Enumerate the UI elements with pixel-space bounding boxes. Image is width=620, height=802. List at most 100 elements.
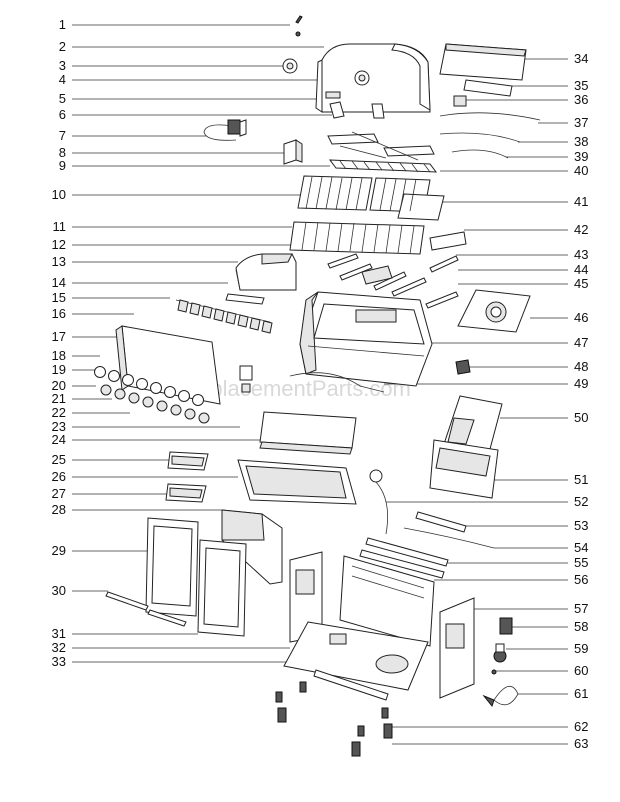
part-7-igniter-wire — [203, 119, 247, 141]
part-48-clip — [455, 359, 471, 375]
part-59-caster — [493, 643, 507, 663]
callout-59: 59 — [574, 641, 588, 656]
valve — [261, 320, 273, 334]
part-23-igniter-button — [239, 365, 253, 393]
valve — [201, 305, 213, 319]
callout-25: 25 — [52, 452, 66, 467]
callout-48: 48 — [574, 359, 588, 374]
callout-62: 62 — [574, 719, 588, 734]
callout-24: 24 — [52, 432, 66, 447]
callout-44: 44 — [574, 262, 588, 277]
callout-10: 10 — [52, 187, 66, 202]
callout-36: 36 — [574, 92, 588, 107]
callout-58: 58 — [574, 619, 588, 634]
callout-16: 16 — [52, 306, 66, 321]
part-8-bracket — [283, 139, 303, 165]
callout-45: 45 — [574, 276, 588, 291]
part-32-left-panel — [289, 551, 323, 643]
part-29-doors — [145, 517, 247, 637]
part-61-tool-hook — [482, 686, 519, 708]
knob — [136, 378, 148, 390]
part-30-door-handles — [105, 591, 187, 627]
callout-35: 35 — [574, 78, 588, 93]
part-47-cookbox — [299, 291, 433, 387]
part-49-gas-hose — [289, 372, 385, 393]
valve — [177, 299, 189, 313]
part-9-warming-rack — [328, 159, 438, 173]
callout-12: 12 — [52, 237, 66, 252]
callout-49: 49 — [574, 376, 588, 391]
knob — [178, 390, 190, 402]
part-60-screw — [491, 669, 497, 675]
callout-50: 50 — [574, 410, 588, 425]
callout-7: 7 — [59, 128, 66, 143]
callout-53: 53 — [574, 518, 588, 533]
callout-5: 5 — [59, 91, 66, 106]
part-38-rod — [439, 132, 521, 143]
knob — [94, 366, 106, 378]
part-53-bar — [415, 511, 467, 533]
part-11-flavorizer-bars — [289, 221, 425, 255]
valve — [189, 302, 201, 316]
valve — [225, 311, 237, 325]
part-14-bar — [225, 293, 265, 305]
valve — [237, 314, 249, 328]
part-63-casters — [277, 707, 393, 757]
callout-1: 1 — [59, 17, 66, 32]
callout-23: 23 — [52, 419, 66, 434]
callout-33: 33 — [52, 654, 66, 669]
part-27-drip-tray — [165, 483, 207, 503]
part-25-catch-pan — [167, 451, 209, 471]
callout-29: 29 — [52, 543, 66, 558]
part-19-knobs — [94, 366, 210, 424]
left-callouts: 1234567891011121314151617181920212223242… — [52, 17, 356, 669]
part-10-cooking-grids — [297, 175, 445, 221]
part-1-screws — [295, 15, 303, 37]
callout-14: 14 — [52, 275, 66, 290]
part-57-right-panel — [439, 597, 475, 699]
callout-27: 27 — [52, 486, 66, 501]
callout-42: 42 — [574, 222, 588, 237]
callout-11: 11 — [53, 219, 67, 234]
callout-2: 2 — [59, 39, 66, 54]
part-33-bottom-shelf — [283, 621, 429, 691]
callout-38: 38 — [574, 134, 588, 149]
callout-56: 56 — [574, 572, 588, 587]
part-39-electrode — [451, 149, 509, 159]
knob — [122, 374, 134, 386]
callout-37: 37 — [574, 115, 588, 130]
callout-21: 21 — [52, 391, 66, 406]
callout-30: 30 — [52, 583, 66, 598]
valve — [249, 317, 261, 331]
callout-41: 41 — [574, 194, 588, 209]
part-36-grease-tray — [453, 95, 467, 107]
callout-43: 43 — [574, 247, 588, 262]
knob-bezel — [128, 392, 140, 404]
callout-34: 34 — [574, 51, 588, 66]
knob-bezel — [156, 400, 168, 412]
callout-40: 40 — [574, 163, 588, 178]
callout-32: 32 — [52, 640, 66, 655]
part-54-frame-bars — [359, 537, 449, 579]
knob-bezel — [142, 396, 154, 408]
part-56-rear-panel — [339, 555, 435, 647]
part-51-side-table-base — [429, 439, 499, 499]
part-12-burner-tubes — [327, 253, 459, 309]
right-callouts: 3435363738394041424344454647484950515253… — [384, 51, 588, 751]
knob — [164, 386, 176, 398]
callout-22: 22 — [52, 405, 66, 420]
callout-3: 3 — [59, 58, 66, 73]
callout-57: 57 — [574, 601, 588, 616]
callout-60: 60 — [574, 663, 588, 678]
part-24-manifold-panel — [259, 411, 357, 455]
callout-19: 19 — [52, 362, 66, 377]
callout-13: 13 — [52, 254, 66, 269]
part-37-handle — [439, 112, 541, 121]
part-6-handle-brackets — [329, 101, 385, 119]
part-52-regulator-hose — [369, 469, 389, 535]
knob — [108, 370, 120, 382]
part-46-side-burner — [457, 289, 531, 333]
callout-20: 20 — [52, 378, 66, 393]
callout-17: 17 — [52, 329, 66, 344]
